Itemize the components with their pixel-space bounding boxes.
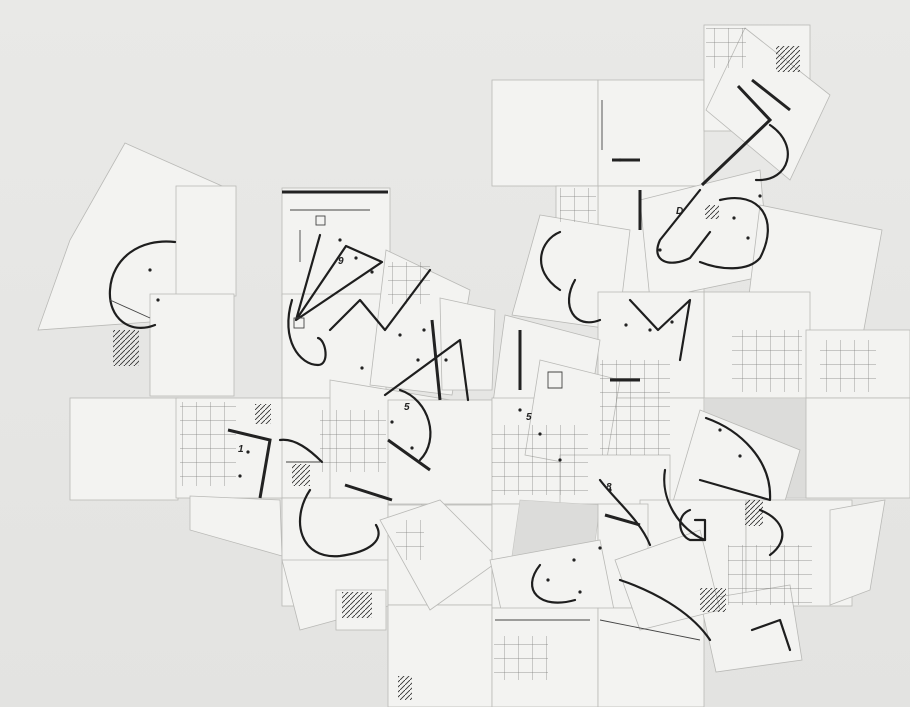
plan-labels: 9 5 5 1 8 D (238, 206, 683, 493)
plan-linework (108, 78, 792, 652)
structural-grids (180, 28, 876, 680)
plan-label: 1 (238, 444, 244, 455)
plan-label: 5 (526, 412, 532, 423)
plan-label: D (676, 206, 683, 217)
plan-label: 9 (338, 256, 344, 267)
stair-blocks (113, 46, 800, 700)
plan-label: 5 (404, 402, 410, 413)
column-dots (148, 158, 762, 594)
plan-label: 8 (606, 482, 612, 493)
